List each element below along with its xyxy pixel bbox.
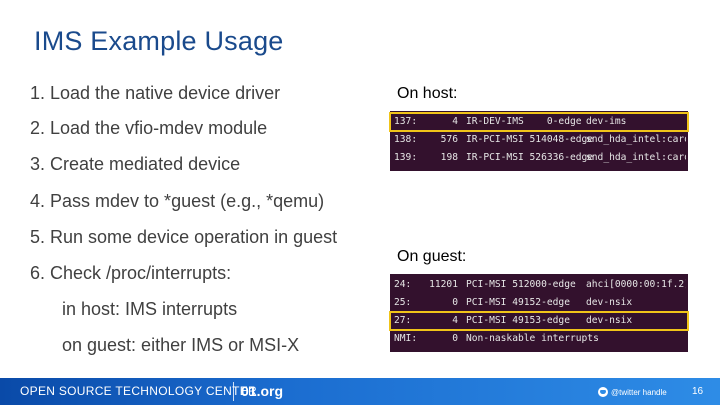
sub-step-host: in host: IMS interrupts [62,299,238,319]
irq-device: dev-nsix [586,297,633,308]
irq-type: IR-PCI-MSI 514048-edge [466,134,594,145]
irq-device: dev-ims [586,116,627,127]
irq-device [586,330,686,348]
footer-handle-group: @twitter handle [598,387,667,397]
guest-terminal: 24: 11201 PCI-MSI 512000-edge ahci[0000:… [389,274,689,352]
irq-device: ahci[0000:00:1f.2] [586,279,686,290]
step-5: 5. Run some device operation in guest [30,227,338,247]
host-terminal: 137: 4 IR-DEV-IMS 0-edge dev-ims 138: 57… [389,111,689,171]
irq-number: 25: [394,297,412,308]
irq-device: snd_hda_intel:card0 [586,134,686,145]
terminal-row: 27: 4 PCI-MSI 49153-edge dev-nsix [389,311,689,331]
irq-count: 576 [440,134,458,145]
irq-count: 4 [452,315,458,326]
terminal-row: 24: 11201 PCI-MSI 512000-edge ahci[0000:… [390,276,688,294]
terminal-row: 137: 4 IR-DEV-IMS 0-edge dev-ims [389,112,689,132]
irq-device: dev-nsix [586,315,633,326]
guest-label: On guest: [397,248,467,265]
irq-number: NMI: [394,333,418,344]
irq-count: 198 [440,152,458,163]
step-4: 4. Pass mdev to *guest (e.g., *qemu) [30,191,325,211]
terminal-row: 139: 198 IR-PCI-MSI 526336-edge snd_hda_… [390,149,688,167]
irq-device: snd_hda_intel:card1 [586,152,686,163]
terminal-row: 138: 576 IR-PCI-MSI 514048-edge snd_hda_… [390,131,688,149]
slide-title: IMS Example Usage [34,26,284,56]
step-1: 1. Load the native device driver [30,83,281,103]
irq-type: PCI-MSI 49153-edge [466,315,570,326]
irq-count: 4 [452,116,458,127]
irq-type: IR-PCI-MSI 526336-edge [466,152,594,163]
irq-count: 0 [452,297,458,308]
step-6: 6. Check /proc/interrupts: [30,263,232,283]
footer-bar: OPEN SOURCE TECHNOLOGY CENTER 01.org @tw… [0,378,720,405]
footer-org: OPEN SOURCE TECHNOLOGY CENTER [20,384,257,398]
irq-type: PCI-MSI 49152-edge [466,297,570,308]
step-3: 3. Create mediated device [30,154,241,174]
sub-step-guest: on guest: either IMS or MSI-X [62,335,300,355]
irq-number: 24: [394,279,412,290]
irq-number: 139: [394,152,418,163]
irq-type: IR-DEV-IMS 0-edge [466,116,582,127]
irq-count: 0 [452,333,458,344]
irq-number: 138: [394,134,418,145]
irq-number: 137: [394,116,418,127]
twitter-handle: @twitter handle [611,387,667,397]
irq-number: 27: [394,315,412,326]
irq-type: Non-naskable interrupts [466,333,599,344]
footer-divider [233,382,234,401]
terminal-row: NMI: 0 Non-naskable interrupts [390,330,688,348]
irq-count: 11201 [429,279,458,290]
twitter-icon [598,387,608,397]
page-number: 16 [692,386,704,397]
terminal-row: 25: 0 PCI-MSI 49152-edge dev-nsix [390,294,688,312]
step-2: 2. Load the vfio-mdev module [30,118,268,138]
footer-site: 01.org [241,383,284,399]
host-label: On host: [397,85,458,102]
irq-type: PCI-MSI 512000-edge [466,279,576,290]
